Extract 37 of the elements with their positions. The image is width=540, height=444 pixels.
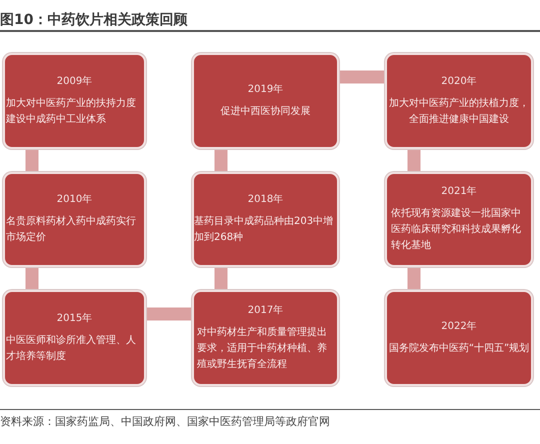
connector-bar <box>146 308 192 320</box>
policy-card <box>192 53 339 149</box>
policy-text: 促进中西医协同发展 <box>220 104 312 118</box>
year-label: 2020年 <box>441 74 477 88</box>
policy-text: 名贵原料药材入药中成药实行市场定价 <box>6 214 137 245</box>
policy-card <box>192 290 339 386</box>
policy-card <box>385 172 533 267</box>
connector-bar <box>214 149 228 172</box>
year-label: 2018年 <box>248 193 284 207</box>
year-label: 2010年 <box>56 193 92 207</box>
policy-card <box>385 53 533 149</box>
year-label: 2022年 <box>441 320 477 334</box>
year-label: 2019年 <box>248 82 284 96</box>
connector-bar <box>214 267 228 290</box>
policy-card <box>3 53 146 149</box>
connector-bar <box>26 149 38 172</box>
policy-card <box>3 290 146 386</box>
year-label: 2021年 <box>441 185 477 199</box>
policy-card <box>385 290 533 386</box>
policy-text: 对中药材生产和质量管理提出要求，适用于中药材种植、养殖或野生抚育全流程 <box>197 326 328 372</box>
policy-text: 加大对中医药产业的扶植力度，全面推进健康中国建设 <box>388 96 530 126</box>
policy-text: 中医医师和诊所准入管理、人才培养等制度 <box>6 334 137 364</box>
connector-bar <box>339 70 385 84</box>
connector-bar <box>408 149 420 172</box>
year-label: 2017年 <box>248 304 284 318</box>
year-label: 2009年 <box>56 74 92 88</box>
policy-text: 基药目录中成药品种由203中增加到268种 <box>194 214 334 245</box>
source-note: 资料来源：国家药监局、中国政府网、国家中医药管理局等政府官网 <box>0 414 330 429</box>
policy-text: 国务院发布中医药“十四五”规划 <box>388 342 530 356</box>
connector-bar <box>408 267 420 290</box>
figure-title: 图10：中药饮片相关政策回顾 <box>0 11 188 29</box>
policy-text: 加大对中医药产业的扶持力度建设中成药中工业体系 <box>6 96 137 126</box>
policy-text: 依托现有资源建设一批国家中医药临床研究和科技成果孵化转化基地 <box>391 206 522 253</box>
connector-bar <box>26 267 38 290</box>
policy-card <box>3 172 146 267</box>
policy-card <box>192 172 339 267</box>
year-label: 2015年 <box>56 312 92 326</box>
